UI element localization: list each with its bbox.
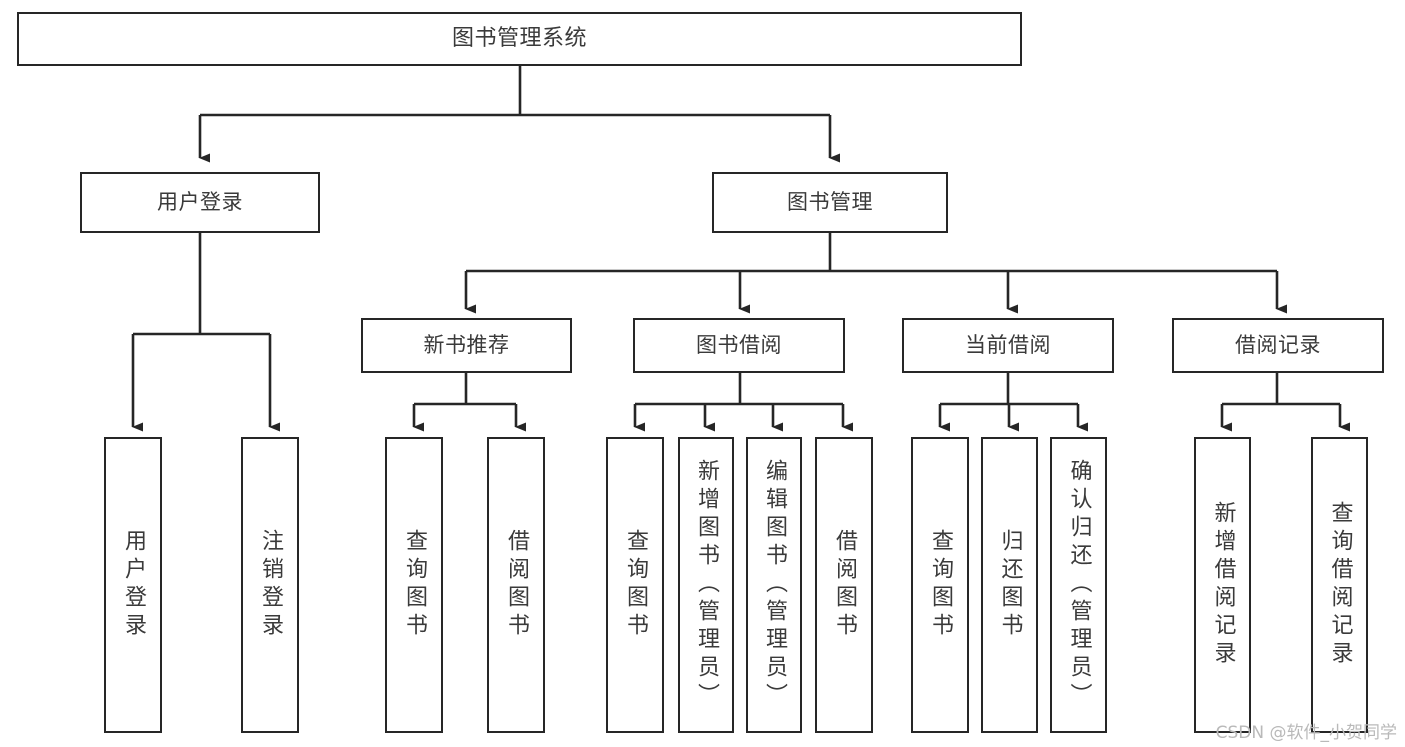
leaf-borrow-books[interactable]: 借阅图书 — [815, 437, 873, 733]
node-book-management[interactable]: 图书管理 — [712, 172, 948, 233]
leaf-user-login[interactable]: 用户登录 — [104, 437, 162, 733]
leaf-confirm-return-admin[interactable]: 确认归还（管理员） — [1050, 437, 1107, 733]
leaf-edit-book-admin[interactable]: 编辑图书（管理员） — [746, 437, 802, 733]
node-label: 查询借阅记录 — [1327, 501, 1353, 669]
node-label: 图书管理 — [787, 190, 873, 215]
leaf-query-books-borrow[interactable]: 查询图书 — [606, 437, 664, 733]
csdn-watermark: CSDN @软件_小贺同学 — [1215, 723, 1397, 743]
node-label: 当前借阅 — [965, 333, 1051, 358]
node-label: 新增图书（管理员） — [694, 459, 719, 711]
leaf-query-borrow-record[interactable]: 查询借阅记录 — [1311, 437, 1368, 733]
leaf-borrow-books-recommend[interactable]: 借阅图书 — [487, 437, 545, 733]
node-label: 查询图书 — [623, 529, 648, 641]
leaf-query-books-recommend[interactable]: 查询图书 — [385, 437, 443, 733]
leaf-add-book-admin[interactable]: 新增图书（管理员） — [678, 437, 734, 733]
node-label: 归还图书 — [997, 529, 1023, 641]
node-label: 借阅图书 — [832, 529, 857, 641]
node-label: 用户登录 — [157, 190, 243, 215]
node-root-library-system[interactable]: 图书管理系统 — [17, 12, 1022, 66]
node-label: 用户登录 — [121, 529, 146, 641]
node-user-login[interactable]: 用户登录 — [80, 172, 320, 233]
leaf-logout[interactable]: 注销登录 — [241, 437, 299, 733]
node-label: 查询图书 — [402, 529, 427, 641]
leaf-add-borrow-record[interactable]: 新增借阅记录 — [1194, 437, 1251, 733]
node-book-borrowing[interactable]: 图书借阅 — [633, 318, 845, 373]
node-label: 查询图书 — [928, 529, 953, 641]
node-label: 图书管理系统 — [451, 26, 587, 52]
node-label: 注销登录 — [258, 529, 283, 641]
node-label: 确认归还（管理员） — [1066, 459, 1092, 711]
node-label: 新增借阅记录 — [1210, 501, 1236, 669]
node-new-book-recommendation[interactable]: 新书推荐 — [361, 318, 572, 373]
node-label: 新书推荐 — [423, 333, 510, 358]
node-label: 借阅图书 — [504, 529, 529, 641]
node-label: 图书借阅 — [696, 333, 782, 358]
leaf-return-books[interactable]: 归还图书 — [981, 437, 1038, 733]
node-current-borrowing[interactable]: 当前借阅 — [902, 318, 1114, 373]
leaf-query-books-current[interactable]: 查询图书 — [911, 437, 969, 733]
node-label: 借阅记录 — [1235, 333, 1321, 358]
node-label: 编辑图书（管理员） — [762, 459, 787, 711]
node-borrowing-records[interactable]: 借阅记录 — [1172, 318, 1384, 373]
